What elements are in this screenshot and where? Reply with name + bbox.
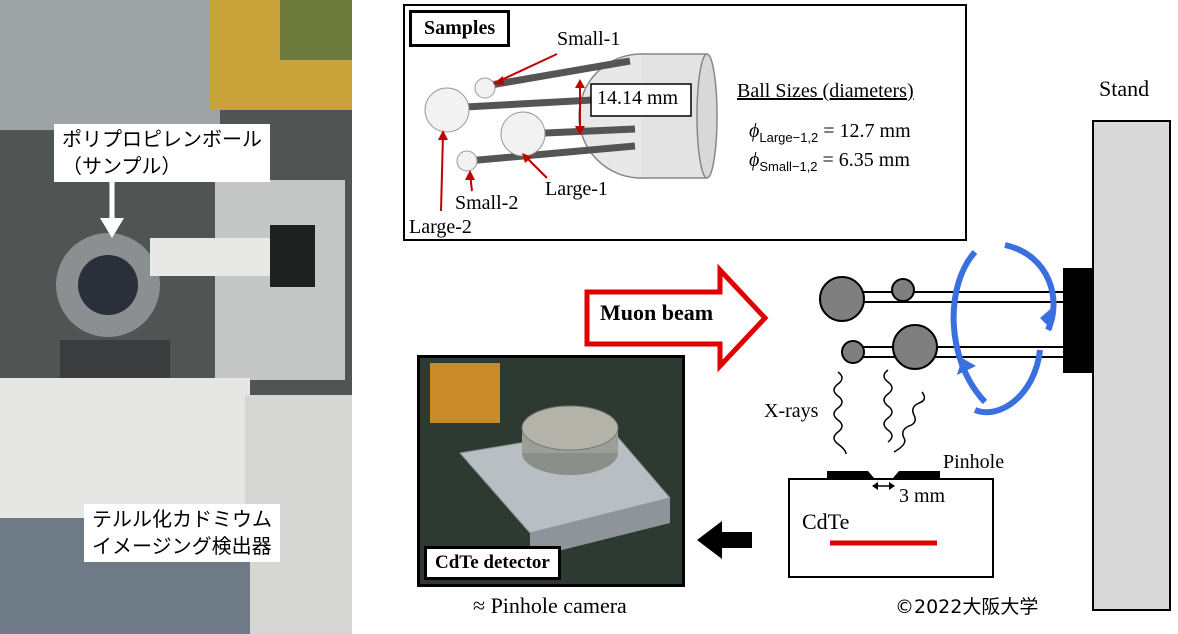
phi-symbol: ϕ bbox=[749, 120, 760, 142]
small2-label: Small-2 bbox=[455, 192, 519, 214]
detector-box bbox=[788, 478, 994, 578]
cdte-detector-title: CdTe detector bbox=[424, 546, 561, 580]
pinhole-camera-label: ≈ Pinhole camera bbox=[473, 593, 627, 618]
large1-label: Large-1 bbox=[545, 178, 608, 200]
ball-small-1 bbox=[891, 278, 915, 302]
large-subscript: Large−1,2 bbox=[759, 130, 819, 145]
muon-beam-label: Muon beam bbox=[600, 300, 714, 325]
sample-label: ポリプロピレンボール （サンプル） bbox=[54, 124, 270, 182]
phi-symbol: ϕ bbox=[749, 149, 760, 171]
large-size-line: ϕLarge−1,2 = 12.7 mm bbox=[749, 120, 911, 145]
pinhole-label: Pinhole bbox=[943, 451, 1005, 473]
stand bbox=[1092, 120, 1171, 611]
photo-illustration bbox=[0, 0, 352, 634]
copyright-label: ©2022大阪大学 bbox=[895, 596, 1039, 618]
detector-arrow bbox=[697, 521, 752, 559]
large-size-value: = 12.7 mm bbox=[823, 120, 911, 142]
samples-illustration bbox=[424, 53, 718, 212]
cdte-label: CdTe bbox=[802, 509, 850, 534]
rotation-arrow-left bbox=[950, 249, 988, 405]
xray-3 bbox=[893, 391, 926, 453]
stand-label: Stand bbox=[1099, 76, 1150, 101]
cdte-photo-frame: CdTe detector bbox=[417, 355, 685, 587]
xrays-label: X-rays bbox=[764, 400, 819, 422]
large2-label: Large-2 bbox=[409, 216, 472, 238]
ball-sizes-title: Ball Sizes (diameters) bbox=[737, 80, 914, 102]
small-size-line: ϕSmall−1,2 = 6.35 mm bbox=[749, 149, 910, 174]
samples-panel: Samples Small-1 Small-2 Large-1 Large-2 … bbox=[403, 4, 967, 241]
ball-large-2 bbox=[892, 324, 938, 370]
experiment-photo: ポリプロピレンボール （サンプル） テルル化カドミウム イメージング検出器 bbox=[0, 0, 352, 634]
xray-2 bbox=[883, 369, 893, 443]
ball-small-2 bbox=[841, 340, 865, 364]
pinhole-size-label: 3 mm bbox=[899, 485, 946, 507]
xray-1 bbox=[833, 371, 847, 455]
detector-label: テルル化カドミウム イメージング検出器 bbox=[84, 504, 280, 562]
stand-mount bbox=[1063, 268, 1093, 373]
small-subscript: Small−1,2 bbox=[759, 159, 818, 174]
muon-beam-arrow bbox=[584, 263, 769, 373]
small-size-value: = 6.35 mm bbox=[822, 149, 910, 171]
ball-large-1 bbox=[819, 276, 865, 322]
spacing-label: 14.14 mm bbox=[597, 87, 679, 109]
small1-label: Small-1 bbox=[557, 28, 621, 50]
samples-title: Samples bbox=[409, 10, 511, 47]
